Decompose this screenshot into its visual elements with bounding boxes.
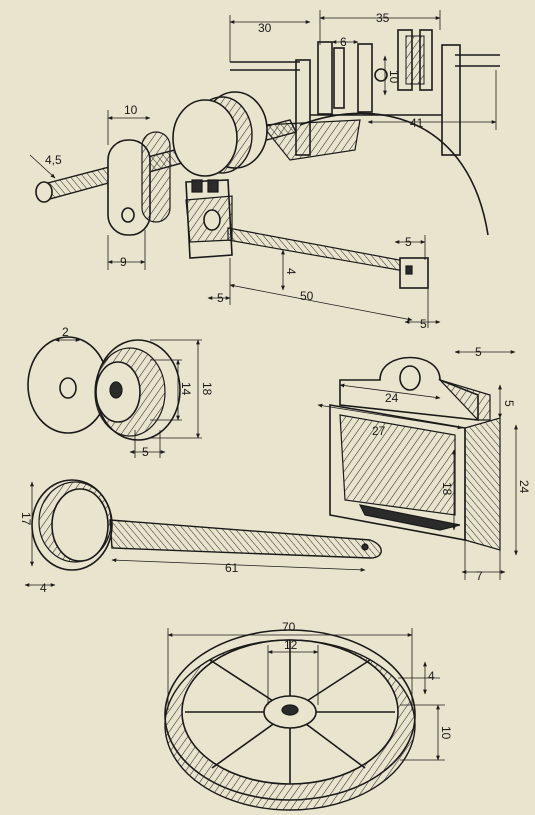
dimension-4-5: 4,5 [29, 153, 62, 179]
dim-5-left-label: 5 [217, 291, 224, 305]
dimension-5-block-side: 5 [498, 384, 516, 419]
dim-41-label: 41 [410, 116, 424, 130]
dim-4-rim-label: 4 [428, 669, 435, 683]
dim-61-label: 61 [225, 561, 239, 575]
dimension-24-block-side: 24 [514, 424, 531, 556]
dim-4-arm-label: 4 [40, 581, 47, 595]
dim-6-label: 6 [340, 35, 347, 49]
dimension-5-top: 5 [394, 235, 426, 260]
dim-10-rim-label: 10 [439, 726, 453, 740]
dim-10-link-label: 10 [124, 103, 138, 117]
dimension-6: 6 [331, 35, 359, 49]
crank-arm: 17 4 61 [19, 479, 382, 595]
flywheel-rim-arc [299, 112, 489, 236]
dim-2-label: 2 [62, 325, 69, 339]
dimension-61: 61 [111, 558, 366, 575]
dim-5-bottom-label: 5 [420, 317, 427, 331]
eccentric-discs [172, 91, 268, 177]
dim-12-label: 12 [284, 638, 298, 652]
dimension-10-rim: 10 [400, 704, 453, 761]
pulley-pair: 2 14 18 5 [27, 325, 214, 459]
dim-70-label: 70 [282, 620, 296, 634]
dimension-17: 17 [19, 481, 34, 567]
dimension-50: 50 [229, 283, 413, 322]
flywheel-spokes [185, 640, 395, 784]
dim-14-label: 14 [179, 382, 193, 396]
dim-4-label: 4 [284, 268, 298, 275]
dimension-18-block: 18 [440, 449, 456, 531]
dimension-41: 41 [367, 70, 497, 130]
dim-24-block-label: 24 [385, 391, 399, 405]
dimension-10-vertical: 10 [383, 55, 401, 96]
dimension-30: 30 [229, 15, 311, 62]
dim-5-block-side-label: 5 [502, 400, 516, 407]
dim-27-label: 27 [372, 424, 386, 438]
bearing-block: 5 24 5 27 18 24 7 [317, 345, 531, 583]
dim-9-label: 9 [120, 255, 127, 269]
dimension-35: 35 [319, 10, 441, 45]
clamp-and-slider [185, 179, 429, 289]
dim-4-5-label: 4,5 [45, 153, 62, 167]
dimension-5-pulley: 5 [129, 430, 166, 459]
dim-5-pulley-label: 5 [142, 445, 149, 459]
dim-35-label: 35 [376, 11, 390, 25]
bearing-frame [230, 29, 500, 161]
dim-18-block-label: 18 [440, 482, 454, 496]
dim-18-label: 18 [200, 382, 214, 396]
dimension-7: 7 [461, 540, 506, 583]
dim-5-block-top-label: 5 [475, 345, 482, 359]
dimension-5-left: 5 [207, 258, 231, 305]
dimension-9: 9 [107, 230, 146, 270]
shaft-assembly: 30 35 6 10 41 [29, 10, 500, 331]
dimension-5-block-top: 5 [454, 345, 516, 359]
dim-50-label: 50 [300, 289, 314, 303]
dimension-27: 27 [317, 403, 463, 438]
dimension-12: 12 [267, 638, 319, 705]
crank-link [107, 131, 171, 236]
dimension-14: 14 [150, 359, 193, 421]
dim-17-label: 17 [19, 512, 33, 526]
dim-7-label: 7 [476, 569, 483, 583]
dim-5-top-label: 5 [405, 235, 412, 249]
dimension-4-rim: 4 [398, 661, 440, 695]
dimension-5-bottom: 5 [404, 285, 441, 331]
dim-24-block-side-label: 24 [517, 480, 531, 494]
dim-30-label: 30 [258, 21, 272, 35]
dimension-10-link: 10 [107, 103, 151, 145]
dimension-2: 2 [54, 325, 81, 342]
dimension-24-block: 24 [339, 383, 441, 405]
dimension-4: 4 [281, 249, 298, 291]
flywheel: 70 12 4 10 [164, 620, 453, 811]
dimension-70: 70 [167, 620, 413, 710]
dimension-18: 18 [150, 339, 214, 439]
dimension-4-arm: 4 [24, 581, 56, 595]
dim-10-vertical-label: 10 [387, 70, 401, 84]
